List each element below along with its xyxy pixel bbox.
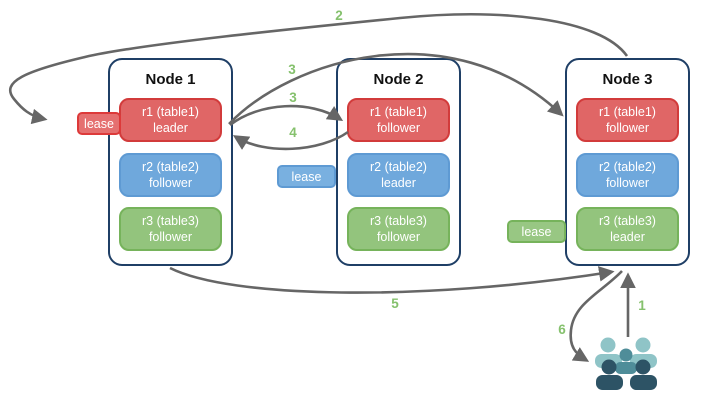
replica-role: follower [605, 121, 650, 135]
replica-name: r1 (table1) [370, 104, 427, 119]
replica-role: follower [148, 230, 193, 244]
replica-name: r1 (table1) [599, 104, 656, 119]
lease-badge-green: lease [507, 220, 566, 243]
arrow-step-3-to-node2 [229, 104, 344, 127]
node-3-title: Node 3 [602, 71, 653, 88]
node-2-title: Node 2 [373, 71, 424, 88]
users-group-icon [595, 337, 657, 390]
node-2-replica-r3: r3 (table3) follower [347, 207, 450, 251]
step-label-3b: 3 [289, 90, 297, 105]
step-label-5: 5 [391, 296, 399, 311]
step-label-1: 1 [638, 298, 646, 313]
node-2-replica-r1: r1 (table1) follower [347, 98, 450, 142]
arrow-step-5 [169, 266, 615, 294]
replica-name: r3 (table3) [599, 213, 656, 228]
replica-name: r3 (table3) [142, 213, 199, 228]
step-label-6: 6 [558, 322, 566, 337]
replica-name: r1 (table1) [142, 104, 199, 119]
node-1-replica-r2: r2 (table2) follower [119, 153, 222, 197]
replica-role: leader [381, 176, 416, 190]
node-1-replica-r1: r1 (table1) leader [119, 98, 222, 142]
replica-role: follower [605, 176, 650, 190]
replica-role: leader [153, 121, 188, 135]
replica-role: follower [376, 230, 421, 244]
node-3-replica-r1: r1 (table1) follower [576, 98, 679, 142]
step-label-4: 4 [289, 125, 297, 140]
arrow-step-2 [8, 13, 629, 125]
replica-role: follower [376, 121, 421, 135]
replica-name: r2 (table2) [142, 159, 199, 174]
replica-name: r2 (table2) [370, 159, 427, 174]
node-3-replica-r3: r3 (table3) leader [576, 207, 679, 251]
replica-name: r3 (table3) [370, 213, 427, 228]
node-1-title: Node 1 [145, 71, 196, 88]
step-label-3a: 3 [288, 62, 296, 77]
replica-role: follower [148, 176, 193, 190]
node-1: Node 1 r1 (table1) leader r2 (table2) fo… [108, 58, 233, 266]
node-2: Node 2 r1 (table1) follower r2 (table2) … [336, 58, 461, 266]
node-1-replica-r3: r3 (table3) follower [119, 207, 222, 251]
lease-badge-blue: lease [277, 165, 336, 188]
node-3-replica-r2: r2 (table2) follower [576, 153, 679, 197]
step-label-2: 2 [335, 8, 343, 23]
replica-name: r2 (table2) [599, 159, 656, 174]
node-3: Node 3 r1 (table1) follower r2 (table2) … [565, 58, 690, 266]
lease-badge-red: lease [77, 112, 121, 135]
replica-role: leader [610, 230, 645, 244]
node-2-replica-r2: r2 (table2) leader [347, 153, 450, 197]
